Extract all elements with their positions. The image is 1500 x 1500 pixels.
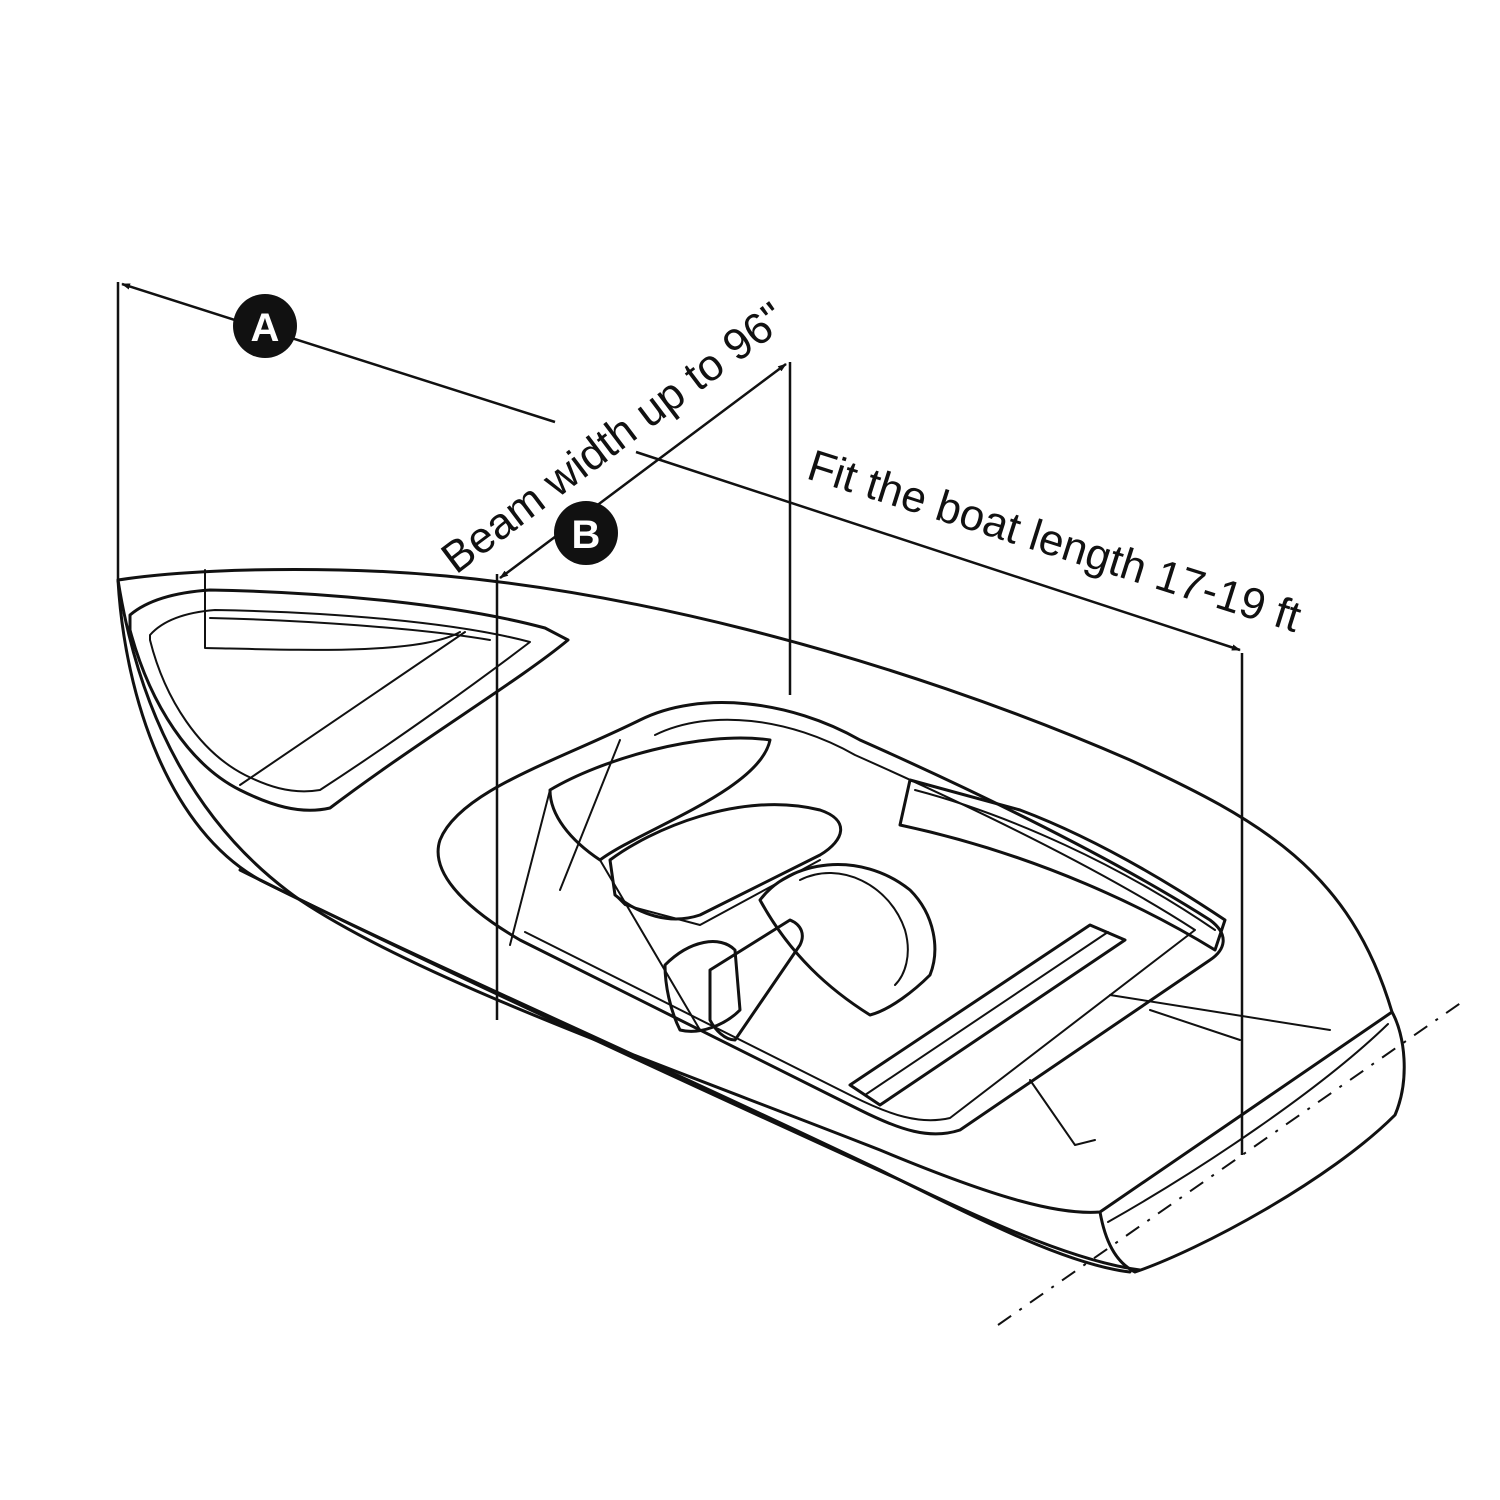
marker-b: B [554, 501, 618, 565]
cockpit-rim-inner [524, 718, 1196, 1122]
keel-line [238, 868, 1142, 1272]
marker-a-badge [233, 294, 297, 358]
bow-seat [204, 569, 466, 786]
rear-deck-braces [1029, 994, 1331, 1146]
hull-outline [116, 568, 1394, 1214]
boat-illustration [116, 568, 1406, 1274]
boat-length-label: Fit the boat length 17-19 ft [802, 441, 1307, 642]
windshield-frame [509, 739, 701, 1031]
console-base [609, 859, 821, 926]
driver-seat [663, 940, 742, 1033]
marker-a: A [233, 294, 297, 358]
cockpit-rim [436, 701, 1225, 1136]
rear-bench-line [864, 931, 1109, 1096]
passenger-seat [758, 863, 937, 1017]
side-rail-inner [914, 789, 1216, 931]
bow-seat-edge [209, 617, 491, 641]
marker-b-label: B [572, 513, 601, 557]
marker-a-label: A [251, 306, 280, 350]
transom [1098, 1010, 1406, 1274]
side-rail [898, 778, 1227, 952]
dimension-lines [116, 282, 1463, 1326]
length-arrow-start [121, 282, 556, 424]
transom-inner [1107, 1023, 1389, 1223]
console [608, 803, 843, 921]
rear-bench [848, 923, 1127, 1107]
stern-centerline [997, 1001, 1463, 1326]
beam-arrow [499, 362, 787, 580]
marker-b-badge [554, 501, 618, 565]
bow-rim [128, 588, 570, 812]
lower-hull [116, 578, 1132, 1274]
driver-seat-back [708, 918, 804, 1042]
windshield [548, 736, 772, 862]
bow-rim-inner [149, 609, 531, 793]
passenger-seat-inner [799, 872, 909, 986]
